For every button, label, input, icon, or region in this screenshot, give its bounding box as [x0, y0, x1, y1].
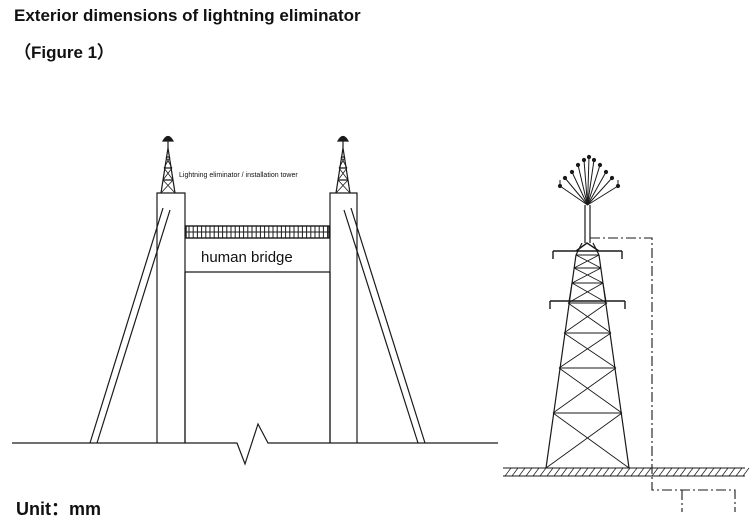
eliminator-rod	[564, 177, 588, 206]
ground-hatch-line	[637, 467, 645, 477]
ground-hatch-line	[693, 467, 701, 477]
left-stay	[89, 207, 171, 444]
ground-hatch-line	[735, 467, 743, 477]
ground-hatch-line	[602, 467, 610, 477]
figure-title: Exterior dimensions of lightning elimina…	[14, 6, 361, 25]
rod-tip	[609, 175, 615, 181]
rod-tip	[586, 154, 592, 160]
ground-hatch-line	[721, 467, 729, 477]
ground-hatch-line	[511, 467, 519, 477]
rod-tip	[581, 157, 587, 163]
eliminator-rod	[583, 159, 588, 206]
ground-hatch-line	[574, 467, 582, 477]
ground-hatch-line	[665, 467, 673, 477]
eliminator-rod	[587, 185, 619, 206]
rod-tip	[597, 162, 603, 168]
eliminator-rod	[587, 159, 595, 206]
left-pylon	[156, 192, 186, 443]
right-stay	[343, 207, 426, 444]
ground-hatch-line	[518, 467, 526, 477]
rod-tip	[569, 169, 575, 175]
lightning-eliminator-head	[557, 154, 621, 206]
rod-tip	[591, 157, 597, 163]
rod-tip	[562, 175, 568, 181]
ground-hatch-line	[581, 467, 589, 477]
ground-hatch-line	[525, 467, 533, 477]
ground-hatch-line	[595, 467, 603, 477]
eliminator-rod	[587, 164, 601, 206]
left-installation-tower	[160, 135, 176, 194]
ground-hatch-line	[609, 467, 617, 477]
ground-hatch-line	[651, 467, 659, 477]
walkway-railing	[185, 225, 330, 239]
ground-hatch-line	[686, 467, 694, 477]
figure-number: （Figure 1）	[14, 43, 115, 62]
ground-hatch-line	[700, 467, 708, 477]
tower-legs	[545, 254, 630, 469]
ground-hatch-line	[504, 467, 512, 477]
ground-hatch-line	[630, 467, 638, 477]
eliminator-rod	[587, 156, 590, 206]
bridge-structure	[12, 135, 498, 466]
lower-crossarm	[549, 300, 626, 309]
ground-hatch-line	[616, 467, 624, 477]
ground-hatch-line	[546, 467, 554, 477]
unit-label: Unit：mm	[16, 499, 101, 519]
ground-hatch-line	[539, 467, 547, 477]
ground-hatch-line	[553, 467, 561, 477]
ground-hatch-line	[567, 467, 575, 477]
ground-hatch-line	[672, 467, 680, 477]
ground-hatch-line	[714, 467, 722, 477]
ground-conductor	[590, 237, 736, 512]
eliminator-rod	[577, 164, 588, 206]
tower-label: Lightning eliminator / installation towe…	[179, 172, 298, 179]
ground-hatch-line	[707, 467, 715, 477]
rod-tip	[575, 162, 581, 168]
lattice-tower	[503, 154, 750, 512]
ground-line	[12, 422, 498, 466]
top-mast	[584, 205, 591, 243]
ground-hatch-line	[742, 467, 750, 477]
tower-bracing	[545, 254, 630, 469]
eliminator-rod	[559, 185, 588, 206]
upper-crossarm	[552, 242, 623, 259]
ground-hatch-line	[679, 467, 687, 477]
ground-hatch-line	[588, 467, 596, 477]
rod-tip	[603, 169, 609, 175]
eliminator-rod	[587, 177, 613, 206]
ground-hatch-line	[532, 467, 540, 477]
bridge-frame	[184, 271, 331, 443]
eliminator-rod	[587, 171, 607, 206]
right-installation-tower	[335, 135, 351, 194]
right-pylon	[329, 192, 358, 443]
ground-hatch-line	[728, 467, 736, 477]
ground-hatch-line	[658, 467, 666, 477]
ground-hatch-line	[560, 467, 568, 477]
ground-hatch-line	[623, 467, 631, 477]
eliminator-rod	[571, 171, 588, 206]
ground-hatch-line	[644, 467, 652, 477]
bridge-label: human bridge	[201, 249, 293, 266]
